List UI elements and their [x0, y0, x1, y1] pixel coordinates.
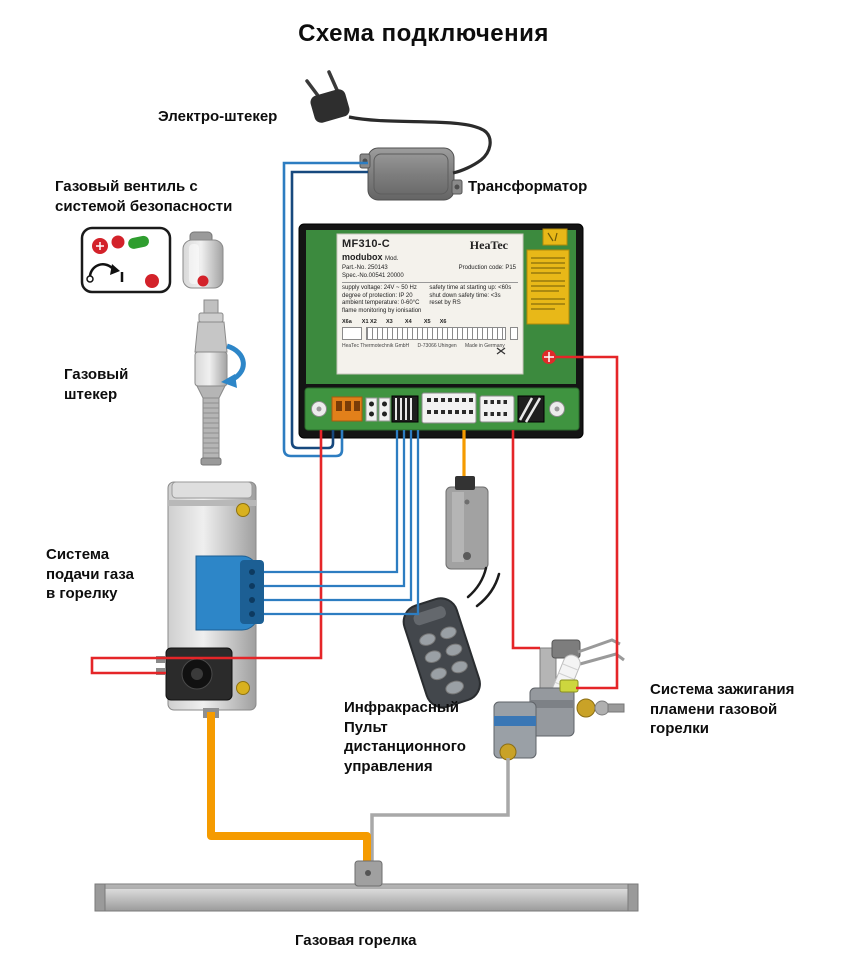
pictogram-box-end	[510, 327, 518, 341]
wire-blue-1	[264, 430, 399, 574]
model-number: MF310-C	[342, 238, 390, 250]
solenoid-body	[529, 687, 575, 737]
wires	[90, 115, 619, 868]
mod-label: Mod.	[385, 255, 399, 262]
terminal-row: X1 X2 X3 X4 X5 X6	[361, 319, 447, 326]
series-name: modubox	[342, 251, 383, 262]
wire-red-right-2	[511, 430, 540, 650]
dial-arc	[88, 263, 113, 277]
label-gas-plug: Газовый штекер	[64, 366, 129, 403]
flame-sensor	[445, 486, 489, 570]
gas-burner	[94, 883, 639, 912]
pictogram-box-x6a	[342, 327, 362, 341]
pictogram-box-terminals	[366, 327, 506, 341]
brass-fitting	[576, 698, 596, 718]
ignition-cap	[559, 679, 579, 693]
connector-grid-large	[421, 392, 477, 424]
label-footer: HeaTec Thermotechnik GmbH D-73066 Uhinge…	[342, 343, 505, 350]
wire-darkblue-left	[290, 170, 368, 450]
terminal-x6a: X6a	[342, 319, 352, 326]
remote-control	[402, 597, 481, 709]
plug-cable	[348, 115, 492, 175]
red-button-2	[111, 235, 125, 249]
part-number: Part.-No. 250143	[342, 265, 388, 272]
wire-orange-main	[207, 712, 371, 868]
label-gas-valve-safety: Газовый вентиль с системой безопасности	[55, 178, 233, 215]
wire-blue-2	[264, 430, 406, 588]
label-transformer: Трансформатор	[468, 178, 588, 195]
label-gas-supply: Система подачи газа в горелку	[46, 546, 134, 602]
sensor-cap	[455, 476, 475, 490]
overlay-connectors	[354, 476, 475, 887]
label-electric-plug: Электро-штекер	[158, 108, 278, 125]
connector-grid-small	[479, 395, 515, 423]
screw-bottom	[236, 681, 250, 695]
wire-blue-3	[264, 430, 413, 602]
terminal-strip	[304, 387, 580, 431]
specs-right: safety time at starting up: <60s shut do…	[429, 285, 512, 307]
gas-plug	[194, 299, 228, 466]
screw-top	[236, 503, 250, 517]
rotation-arrow-icon	[221, 343, 246, 388]
transformer	[359, 147, 463, 201]
gas-supply-valve	[156, 481, 264, 718]
wire-red-left	[90, 430, 323, 675]
wire-blue-left	[282, 161, 368, 458]
label-ignition: Система зажигания пламени газовой горелк…	[650, 681, 795, 737]
gas-valve-knob	[182, 231, 224, 289]
electric-plug	[305, 70, 350, 123]
electrode-1	[577, 638, 621, 654]
connector-white-1	[365, 397, 378, 422]
spec-sticker	[336, 233, 524, 375]
wire-gray	[370, 758, 510, 866]
valve-terminal-block	[240, 560, 264, 624]
red-button-3	[145, 274, 159, 288]
wire-blue-4	[264, 430, 420, 616]
label-burner: Газовая горелка	[295, 932, 417, 949]
brand-logo: HeaTec	[469, 238, 508, 252]
warning-sticker	[526, 249, 570, 325]
ir-signal-waves-icon	[466, 566, 501, 608]
wire-red-right	[556, 355, 619, 690]
production-code: Production code: P15	[458, 265, 516, 272]
specs-left: supply voltage: 24V ~ 50 Hz degree of pr…	[342, 285, 422, 314]
connector-white-2	[378, 397, 391, 422]
corner-tag	[542, 228, 568, 246]
ignition-assembly	[493, 638, 625, 761]
control-unit-label: MF310-C modubox Mod. HeaTec Part.-No. 25…	[337, 234, 523, 374]
terminal-pictogram	[342, 327, 518, 341]
label-remote-control: Инфракрасный Пульт дистанционного управл…	[344, 699, 466, 775]
control-unit	[298, 223, 584, 439]
safety-control-panel	[80, 226, 172, 294]
spec-number: Spec.-No.00541 20000	[342, 272, 404, 279]
green-button	[128, 235, 149, 249]
diagram-title: Схема подключения	[298, 20, 549, 47]
